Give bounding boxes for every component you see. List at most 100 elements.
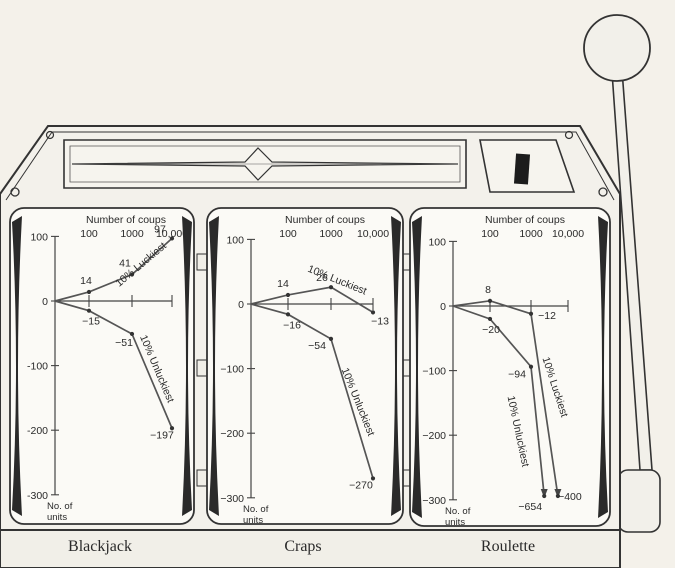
coin-slot-opening [513,153,531,185]
x-tick-label: 100 [279,228,297,240]
lever-knob [583,14,651,82]
panel-title-roulette: Roulette [481,538,535,555]
y-tick-label: −100 [220,364,244,376]
data-point-unlucky [542,493,547,499]
series-arrow-lucky [554,489,562,498]
data-point-unlucky [328,336,334,341]
y-axis-label: units [47,512,67,523]
data-point-unlucky [370,476,376,481]
data-point-lucky [129,272,135,277]
y-axis-label: units [445,517,465,528]
x-tick-label: 1000 [319,228,343,240]
data-point-lucky [86,289,92,295]
marquee [63,139,467,189]
data-point-lucky [555,493,561,499]
data-label-unlucky: −15 [82,316,100,328]
data-label-lucky: 8 [485,284,491,296]
series-line-lucky [250,286,374,314]
series-line-unlucky [452,305,546,497]
screw-right [598,187,608,197]
data-label-unlucky: −197 [150,429,174,441]
data-point-lucky [370,310,376,315]
y-tick-label: −200 [220,428,244,440]
series-arrow-unlucky [540,489,548,498]
data-label-unlucky: −654 [518,501,542,513]
y-tick-label: 0 [440,301,446,313]
reel-window-roulette [409,207,611,527]
y-axis-label: No. of [47,501,73,512]
series-line-lucky [452,299,559,497]
data-label-lucky: 14 [277,278,289,290]
data-label-unlucky: −20 [482,324,500,336]
series-line-lucky [54,237,173,302]
y-tick-label: 0 [42,296,48,308]
y-tick-label: -200 [27,425,48,437]
data-point-lucky [169,236,175,241]
screw-top-left [45,130,55,140]
reel-window-craps [206,207,404,525]
data-label-unlucky: −94 [508,369,526,381]
top-axis-title: Number of coups [86,214,166,226]
coin-slot [479,139,576,193]
x-tick-label: 1000 [120,228,144,240]
data-point-unlucky [285,312,291,317]
reel-shadow-right-craps [391,216,401,516]
y-tick-label: 100 [226,234,244,246]
series-line-unlucky [250,303,374,479]
data-label-unlucky: −16 [283,319,301,331]
top-axis-title: Number of coups [485,214,565,226]
reel-shadow-left-blackjack [12,216,22,516]
reel-shadow-right-roulette [598,216,608,518]
y-axis-label: No. of [243,504,269,515]
panel-title-craps: Craps [284,538,321,555]
lever [583,14,661,533]
data-label-unlucky: −270 [349,479,373,491]
data-point-lucky [285,292,291,298]
data-point-unlucky [487,316,493,322]
data-point-unlucky [528,364,534,369]
reel-shadow-left-craps [209,216,219,516]
data-point-unlucky [129,331,135,337]
data-point-lucky [487,298,493,303]
screw-left [10,187,20,197]
x-tick-label: 10,000 [357,228,389,240]
top-axis-title: Number of coups [285,214,365,226]
y-axis-label: No. of [445,506,471,517]
y-tick-label: -300 [27,490,48,502]
y-tick-label: 100 [30,231,48,243]
x-tick-label: 100 [80,228,98,240]
lever-base [617,469,661,533]
data-label-lucky: 41 [119,258,131,270]
y-axis-label: units [243,515,263,526]
y-tick-label: 0 [238,299,244,311]
y-tick-label: −100 [422,366,446,378]
data-label-lucky: −400 [558,491,582,503]
reel-window-blackjack [9,207,195,525]
x-tick-label: 10,000 [552,228,584,240]
x-tick-label: 1000 [519,228,543,240]
y-tick-label: −300 [220,493,244,505]
data-label-unlucky: −54 [308,340,326,352]
data-label-lucky: 26 [316,272,328,284]
reel-shadow-left-roulette [412,216,422,518]
y-tick-label: −300 [422,495,446,507]
data-label-lucky: −12 [538,310,556,322]
x-tick-label: 10,000 [156,228,188,240]
series-line-unlucky [54,300,173,429]
data-label-lucky: −13 [371,315,389,327]
data-point-lucky [328,285,334,290]
screw-top-right [564,130,574,140]
y-tick-label: 100 [428,236,446,248]
data-point-unlucky [86,308,92,313]
data-label-lucky: 97 [154,223,166,235]
data-label-unlucky: −51 [115,337,133,349]
base-plate [0,529,621,568]
reel-shadow-right-blackjack [182,216,192,516]
x-tick-label: 100 [481,228,499,240]
data-point-lucky [528,311,534,316]
panel-title-blackjack: Blackjack [68,538,132,555]
y-tick-label: -100 [27,361,48,373]
